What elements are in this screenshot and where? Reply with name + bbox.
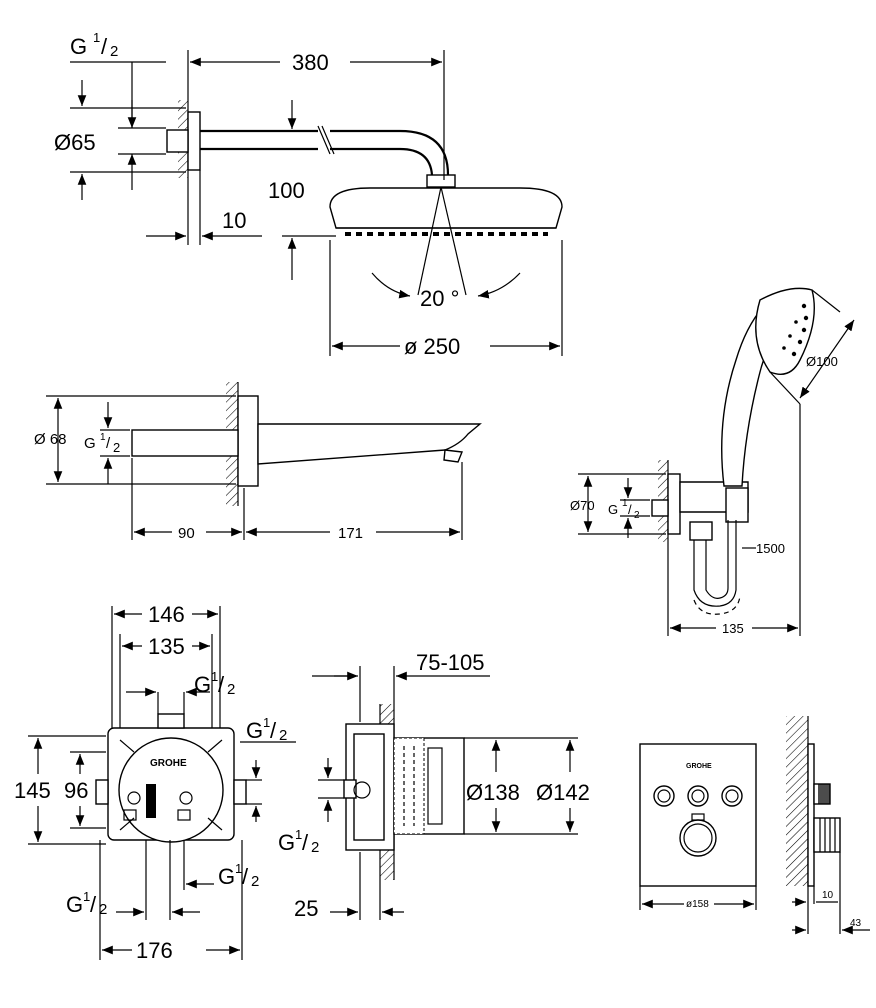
rough-in-base-width-label: 176 [136,938,173,963]
rough-in-height-inner-label: 96 [64,778,88,803]
svg-text:2: 2 [99,901,107,918]
rough-in-side-details [403,746,443,826]
plate-width-label: ø158 [686,899,709,910]
thread-label-spout: G 1 / 2 [84,432,120,455]
svg-text:2: 2 [634,510,640,521]
install-depth-label: 75-105 [416,650,485,675]
trim-brand-logo: GROHE [686,763,712,770]
svg-text:G: G [278,830,295,855]
head-diameter-label: ø 250 [404,334,460,359]
side-offset-label: 25 [294,896,318,921]
svg-text:G: G [608,502,618,517]
rough-in-dial [118,737,224,843]
spout-view: Ø 68 G 1 / 2 90 171 [34,382,482,542]
svg-text:1: 1 [211,669,218,684]
svg-text:/: / [90,892,97,917]
svg-text:/: / [218,672,225,697]
svg-text:/: / [106,435,111,452]
hand-projection-label: 135 [722,621,744,636]
plate-depth-label: 10 [822,890,834,901]
thread-label-rough-bottom: G 1 / 2 [66,889,107,918]
svg-text:1: 1 [100,432,106,443]
thread-label-rough-top: G 1 / 2 [194,669,235,698]
svg-text:1: 1 [83,889,90,904]
svg-text:G: G [70,34,87,59]
svg-text:G: G [246,718,263,743]
thread-label-rough-right: G 1 / 2 [246,715,287,744]
svg-text:2: 2 [279,727,287,744]
outlet-button-1[interactable] [653,785,675,807]
knob-knurling [819,818,836,852]
wall-outlet-elbow [667,473,681,535]
spout-length-label: 171 [338,525,363,542]
rough-in-side-view: 75-105 Ø138 Ø142 G 1 / 2 25 [278,650,590,921]
rough-in-height-outer-label: 145 [14,778,51,803]
svg-text:G: G [84,435,96,452]
wall-gap-label: 10 [222,208,246,233]
rough-in-width-outer-label: 146 [148,602,185,627]
trim-plate [639,743,757,887]
side-diameter-inner-label: Ø138 [466,780,520,805]
wall-flange [187,111,201,171]
svg-text:/: / [628,502,632,517]
rough-in-front-view: GROHE 146 135 G 1 / 2 [14,602,296,963]
svg-text:2: 2 [251,873,259,890]
svg-text:1: 1 [622,498,628,509]
rough-in-internals [119,739,223,831]
spout-rosette [237,395,259,487]
outlet-diameter-label: Ø70 [570,498,595,513]
hose-nut [689,521,713,541]
drop-height-label: 100 [268,178,305,203]
thread-label-hand: G 1 / 2 [608,498,640,521]
hose-length-label: 1500 [756,541,785,556]
wall-hatch-trim [786,716,808,886]
outlet-button-3[interactable] [721,785,743,807]
svg-text:1: 1 [295,827,302,842]
spout-body-length-label: 90 [178,525,195,542]
svg-text:2: 2 [311,839,319,856]
temperature-knob[interactable] [679,819,717,857]
side-diameter-outer-label: Ø142 [536,780,590,805]
svg-text:2: 2 [110,43,118,60]
thread-label-top: G 1 / 2 [70,30,118,60]
flange-diameter-label: Ø65 [54,130,96,155]
rough-in-width-inner-label: 135 [148,634,185,659]
shower-head-view: 20 ° 380 G 1 / 2 Ø65 100 [54,30,563,359]
hand-shower-view: Ø100 Ø70 G 1 / 2 1500 135 [570,287,855,636]
svg-text:/: / [101,34,108,59]
svg-text:/: / [242,864,249,889]
svg-text:/: / [270,718,277,743]
arm-length-label: 380 [292,50,329,75]
svg-text:G: G [66,892,83,917]
svg-text:G: G [218,864,235,889]
svg-text:1: 1 [235,861,242,876]
rough-in-brand-logo: GROHE [150,758,187,769]
svg-text:G: G [194,672,211,697]
outlet-button-2[interactable] [687,785,709,807]
knob-depth-label: 43 [850,918,862,929]
hand-head-diameter-label: Ø100 [806,354,838,369]
tilt-angle-label: 20 ° [420,286,459,311]
spout-diameter-label: Ø 68 [34,431,67,448]
thread-label-rough-bottom-right: G 1 / 2 [218,861,259,890]
svg-text:1: 1 [93,30,100,45]
svg-text:1: 1 [263,715,270,730]
svg-text:2: 2 [113,440,120,455]
spout-body [131,429,239,457]
shower-arm [200,129,450,176]
svg-text:/: / [302,830,309,855]
thread-label-side: G 1 / 2 [278,827,319,856]
trim-plate-view: GROHE ø158 10 43 [639,716,870,935]
trim-side-knob [813,817,841,853]
svg-text:2: 2 [227,681,235,698]
